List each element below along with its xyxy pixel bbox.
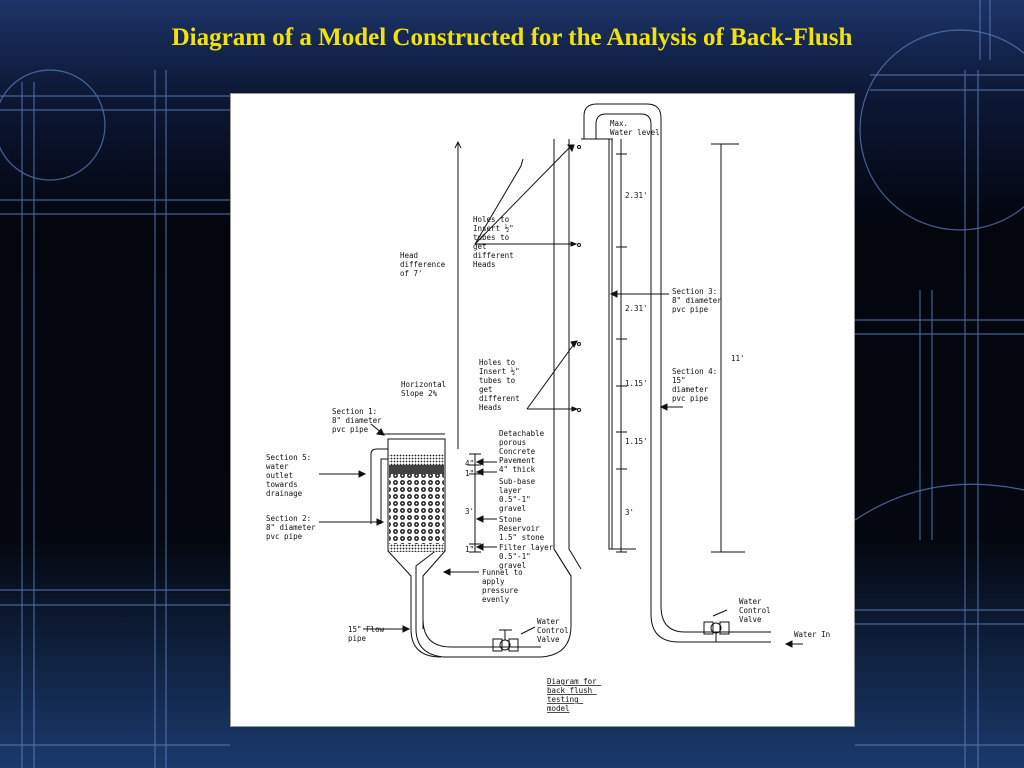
right-valve <box>703 609 730 643</box>
dim-115-a: 1.15' <box>625 379 648 388</box>
back-flush-diagram: Max.Water level Holes to Insert ½" tubes… <box>266 103 830 713</box>
subbase-layer <box>389 465 444 474</box>
label-horizontal-slope: Horizontal Slope 2% <box>401 380 451 398</box>
porous-concrete-layer <box>389 454 444 465</box>
label-section1: Section 1: 8" diameter pvc pipe <box>332 407 386 434</box>
dim-3-left: 3' <box>465 507 474 516</box>
hole-2 <box>577 243 581 247</box>
label-section4: Section 4: 15" diameter pvc pipe <box>672 367 722 403</box>
bottom-valve <box>492 629 519 652</box>
flow-pipe <box>410 628 442 658</box>
label-section5: Section 5: water outlet towards drainage <box>266 453 316 498</box>
label-stone-reservoir: Stone Reservoir 1.5" stone <box>499 515 545 542</box>
dim-231-a: 2.31' <box>625 191 648 200</box>
label-funnel: Funnel to apply pressure evenly <box>482 568 527 604</box>
hole-4 <box>577 408 581 412</box>
label-section3: Section 3: 8" diameter pvc pipe <box>672 287 726 314</box>
label-section2: Section 2: 8" diameter pvc pipe <box>266 514 320 541</box>
label-water-in: Water In <box>794 630 830 639</box>
dim-1a: 1" <box>465 469 474 478</box>
dim-3-right: 3' <box>625 508 634 517</box>
label-detachable: Detachable porous Concrete Pavement 4" t… <box>499 429 549 474</box>
label-filter-layer: Filter layer 0.5"-1" gravel <box>499 543 558 570</box>
hole-1 <box>577 145 581 149</box>
section3-pipe <box>415 139 572 658</box>
section4-pipe <box>595 113 771 643</box>
column-ticks <box>616 153 627 553</box>
label-subbase: Sub-base layer 0.5"-1" gravel <box>499 477 540 513</box>
dim-11: 11' <box>731 354 745 363</box>
label-valve-bottom: Water Control Valve <box>537 617 573 644</box>
dim-4in: 4" <box>465 459 474 468</box>
label-valve-right: Water Control Valve <box>739 597 775 624</box>
label-head-difference: Head difference of 7' <box>400 251 450 278</box>
filter-layer <box>389 544 444 552</box>
label-flow-pipe: 15" Flow pipe <box>348 625 389 643</box>
stone-reservoir <box>389 474 444 544</box>
label-holes-upper: Holes to Insert ½" tubes to get differen… <box>473 215 518 269</box>
hole-3 <box>577 342 581 346</box>
diagram-frame: Max.Water level Holes to Insert ½" tubes… <box>230 93 855 727</box>
dim-231-b: 2.31' <box>625 304 648 313</box>
slide-title: Diagram of a Model Constructed for the A… <box>171 24 853 51</box>
dim-115-b: 1.15' <box>625 437 648 446</box>
label-max-water-level: Max.Water level <box>610 119 660 137</box>
label-caption: Diagram for back flush testing model <box>547 677 601 713</box>
label-holes-lower: Holes to Insert ½" tubes to get differen… <box>479 358 524 412</box>
dim-1b: 1" <box>465 545 474 554</box>
